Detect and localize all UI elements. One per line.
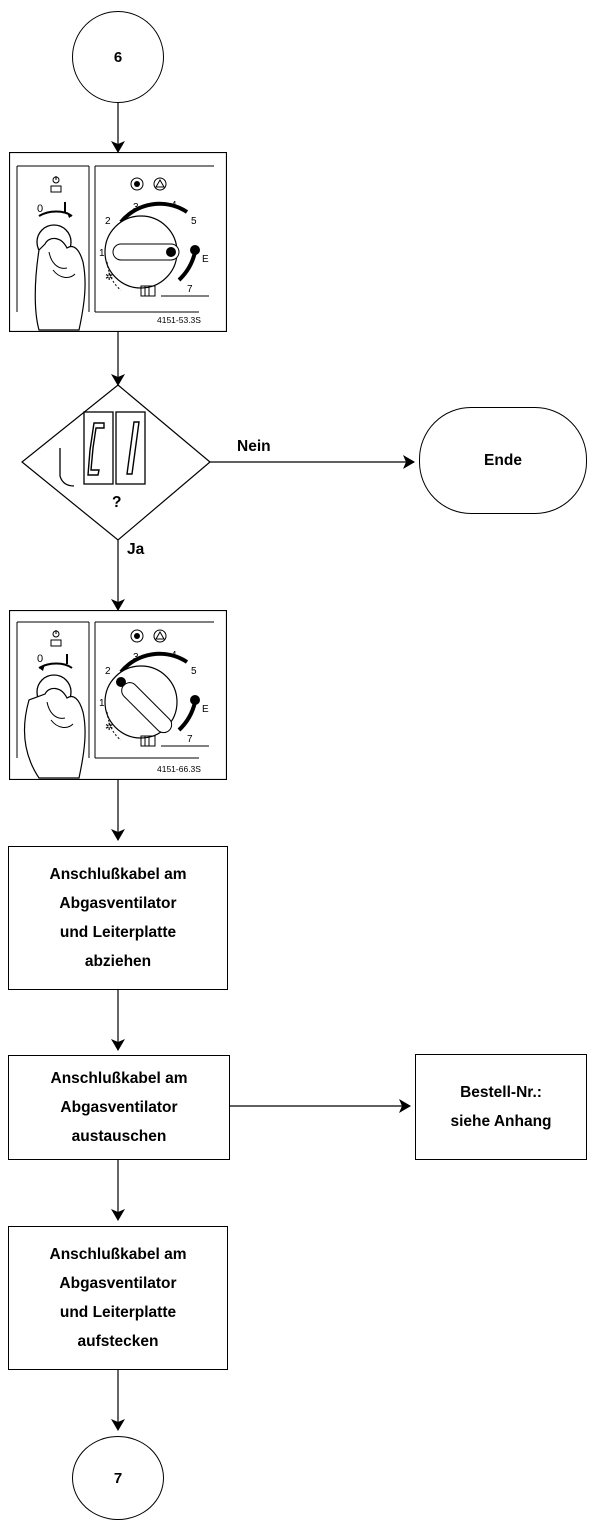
step3-line: und Leiterplatte — [59, 1304, 177, 1321]
svg-text:3: 3 — [133, 652, 139, 663]
svg-text:3: 3 — [133, 202, 139, 213]
svg-text:5: 5 — [191, 666, 197, 677]
decision-yes-label: Ja — [127, 541, 145, 558]
step2-line: Abgasventilator — [60, 1099, 178, 1116]
svg-text:0: 0 — [37, 653, 43, 665]
step-disconnect-cable: Anschlußkabel am Abgasventilator und Lei… — [8, 846, 228, 990]
decision-no-label: Nein — [237, 438, 271, 455]
end-terminal: Ende — [419, 407, 587, 514]
svg-text:4: 4 — [171, 650, 177, 661]
svg-text:7: 7 — [187, 734, 193, 745]
svg-text:4: 4 — [171, 200, 177, 211]
svg-text:2: 2 — [105, 216, 111, 227]
step3-line: aufstecken — [77, 1333, 159, 1350]
step1-line: Abgasventilator — [59, 895, 177, 912]
step2-line: Anschlußkabel am — [50, 1070, 188, 1087]
step3-line: Abgasventilator — [59, 1275, 177, 1292]
step1-line: Anschlußkabel am — [49, 866, 187, 883]
connector-start-label: 6 — [113, 48, 123, 66]
connector-end: 7 — [72, 1436, 164, 1520]
svg-text:✲: ✲ — [105, 722, 113, 733]
switch-off-label: 0 — [37, 203, 43, 215]
svg-text:E: E — [202, 704, 209, 715]
order-note-line: Bestell-Nr.: — [460, 1084, 542, 1101]
order-number-note: Bestell-Nr.: siehe Anhang — [415, 1054, 587, 1160]
decision-question-mark: ? — [112, 494, 122, 511]
svg-text:✲: ✲ — [105, 272, 113, 283]
seven-segment-display — [59, 411, 146, 487]
control-panel-drawing: 0 2 3 4 5 E 1 7 ✲ — [8, 151, 228, 333]
step1-line: abziehen — [84, 953, 152, 970]
svg-text:E: E — [202, 254, 209, 265]
step1-line: und Leiterplatte — [59, 924, 177, 941]
end-terminal-label: Ende — [484, 452, 522, 469]
step-replace-cable: Anschlußkabel am Abgasventilator austaus… — [8, 1055, 230, 1160]
panel-1-code: 4151-53.3S — [157, 315, 201, 325]
svg-text:7: 7 — [187, 284, 193, 295]
svg-text:1: 1 — [99, 698, 105, 709]
svg-text:5: 5 — [191, 216, 197, 227]
svg-text:2: 2 — [105, 666, 111, 677]
control-panel-illustration-1: 0 2 3 4 5 E 1 7 ✲ 4151-53.3S — [8, 151, 228, 333]
control-panel-illustration-2: 0 2 3 4 5 E 1 7 ✲ 4151-66.3S — [8, 609, 228, 781]
connector-end-label: 7 — [113, 1469, 123, 1487]
control-panel-drawing-2: 0 2 3 4 5 E 1 7 ✲ — [8, 609, 228, 781]
step-reconnect-cable: Anschlußkabel am Abgasventilator und Lei… — [8, 1226, 228, 1370]
panel-2-code: 4151-66.3S — [157, 764, 201, 774]
svg-text:1: 1 — [99, 248, 105, 259]
step2-line: austauschen — [71, 1128, 167, 1145]
step3-line: Anschlußkabel am — [49, 1246, 187, 1263]
connector-start: 6 — [72, 11, 164, 103]
order-note-line: siehe Anhang — [450, 1113, 552, 1130]
